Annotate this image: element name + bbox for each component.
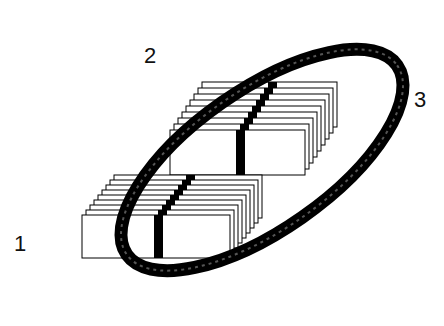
ring	[87, 8, 438, 312]
plate-stack	[82, 175, 262, 258]
ring-texture	[87, 8, 438, 312]
callout-number: 1	[14, 233, 26, 255]
callout-number: 3	[414, 89, 426, 111]
callout-number: 2	[144, 45, 156, 67]
